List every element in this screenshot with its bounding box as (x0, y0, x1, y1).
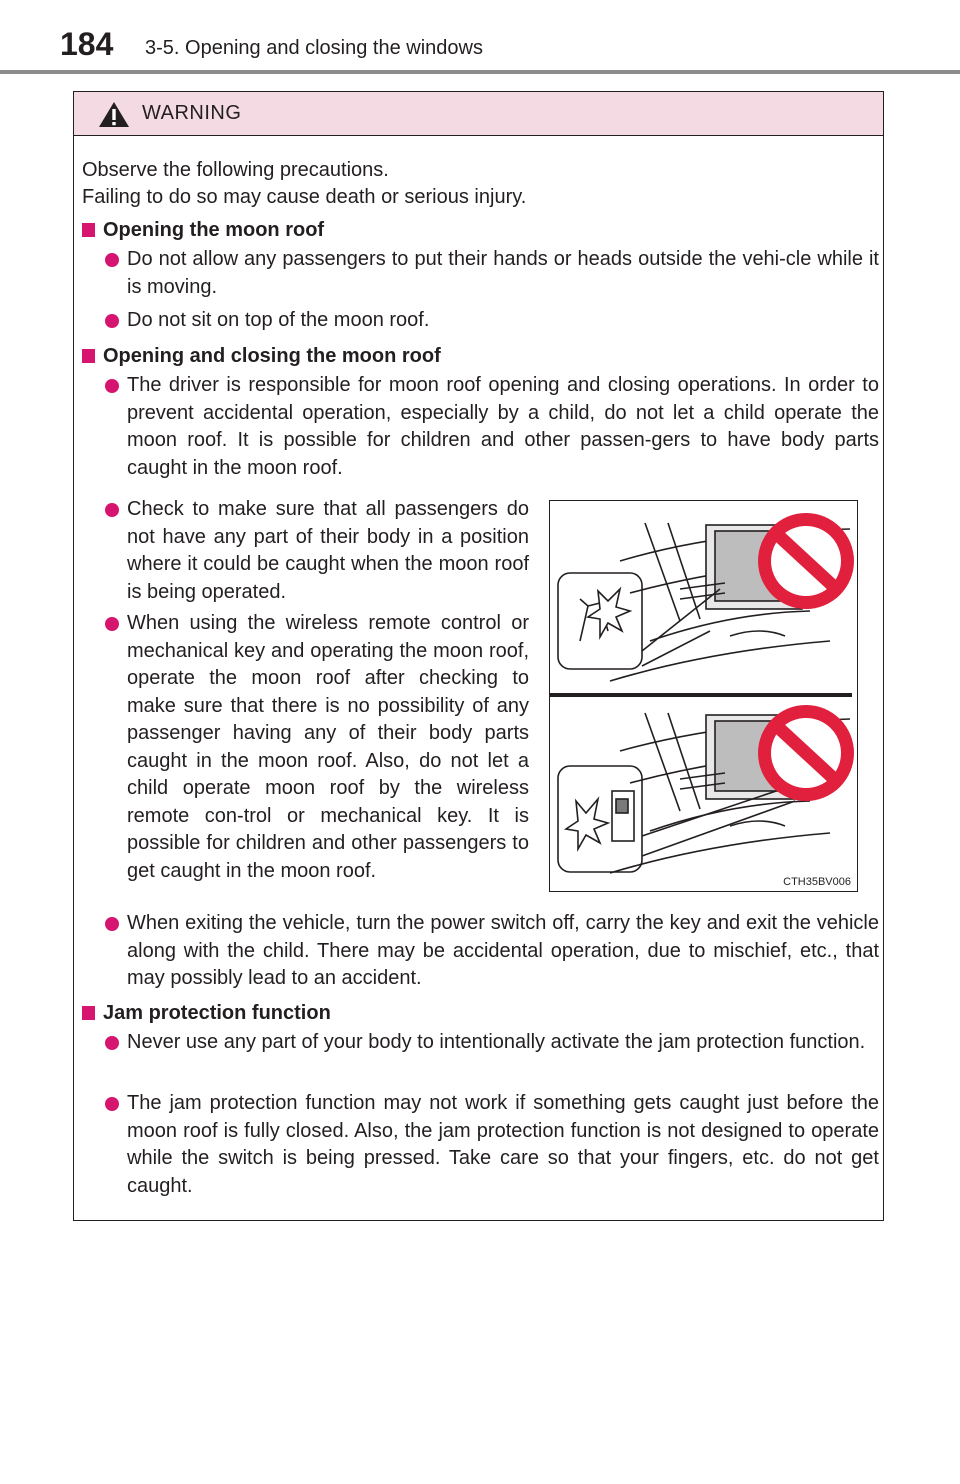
square-bullet-icon (82, 1006, 95, 1020)
bullet-dot-icon (105, 1036, 119, 1050)
warning-header: WARNING (74, 92, 883, 136)
bullet-text: Do not allow any passengers to put their… (127, 248, 879, 298)
header-rule (0, 70, 960, 74)
moon-roof-illustration (550, 513, 854, 874)
bullet-dot-icon (105, 617, 119, 631)
section-heading-text: Opening the moon roof (103, 219, 325, 241)
section-heading-text: Opening and closing the moon roof (103, 345, 441, 367)
square-bullet-icon (82, 223, 95, 237)
warning-title: WARNING (142, 102, 242, 124)
bullet-text: The jam protection function may not work… (127, 1092, 879, 1197)
square-bullet-icon (82, 349, 95, 363)
bullet-dot-icon (105, 503, 119, 517)
bullet-text: Never use any part of your body to inten… (127, 1031, 866, 1053)
bullet-text: When using the wireless remote control o… (127, 612, 529, 882)
section-title: 3-5. Opening and closing the windows (145, 37, 483, 59)
section-heading-text: Jam protection function (103, 1002, 331, 1024)
warning-box: WARNING (73, 91, 884, 1221)
bullet-dot-icon (105, 917, 119, 931)
prohibition-icon (758, 513, 854, 609)
moon-roof-figure: CTH35BV006 (549, 500, 858, 892)
bullet-dot-icon (105, 314, 119, 328)
bullet-text: When exiting the vehicle, turn the power… (127, 912, 879, 989)
warning-intro-2: Failing to do so may cause death or seri… (82, 186, 527, 208)
page-number: 184 (60, 26, 114, 62)
warning-intro-1: Observe the following precautions. (82, 159, 389, 181)
bullet-text: Check to make sure that all passengers d… (127, 498, 529, 603)
prohibition-icon (758, 705, 854, 801)
bullet-dot-icon (105, 379, 119, 393)
warning-triangle-icon (99, 102, 129, 127)
bullet-dot-icon (105, 253, 119, 267)
bullet-text: Do not sit on top of the moon roof. (127, 309, 430, 331)
bullet-text: The driver is responsible for moon roof … (127, 374, 879, 479)
bullet-dot-icon (105, 1097, 119, 1111)
figure-code: CTH35BV006 (783, 876, 851, 888)
